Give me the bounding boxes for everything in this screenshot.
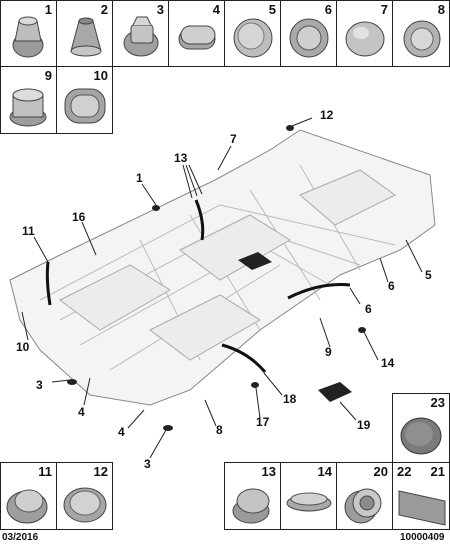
oval-plug-icon bbox=[178, 25, 216, 50]
part-cell-22-21[interactable]: 22 21 bbox=[392, 462, 450, 530]
part-number: 1 bbox=[44, 2, 52, 17]
callout-16: 16 bbox=[72, 210, 86, 224]
footer-date: 03/2016 bbox=[2, 532, 39, 543]
flat-oval-plug-icon bbox=[286, 492, 332, 512]
part-number: 8 bbox=[437, 2, 445, 17]
callout-9: 9 bbox=[325, 345, 332, 359]
dome-plug-icon bbox=[345, 21, 385, 57]
callout-3: 3 bbox=[36, 378, 43, 392]
part-cell-2[interactable]: 2 bbox=[56, 0, 113, 67]
large-grommet-icon bbox=[6, 489, 48, 524]
callout-13: 13 bbox=[174, 151, 188, 165]
tape-strip-icon bbox=[398, 490, 446, 526]
callout-4: 4 bbox=[118, 425, 125, 439]
part-cell-13[interactable]: 13 bbox=[224, 462, 281, 530]
callout-6: 6 bbox=[388, 279, 395, 293]
part-number: 11 bbox=[38, 464, 52, 479]
oval-ring-plug-icon bbox=[64, 88, 106, 124]
part-cell-5[interactable]: 5 bbox=[224, 0, 281, 67]
callout-8: 8 bbox=[216, 423, 223, 437]
footer-code: 10000409 bbox=[400, 532, 445, 543]
cap-plug-icon bbox=[9, 88, 47, 127]
part-number: 4 bbox=[212, 2, 220, 17]
callout-12: 12 bbox=[320, 108, 334, 122]
part-cell-9[interactable]: 9 bbox=[0, 66, 57, 134]
round-plug-icon bbox=[233, 18, 273, 58]
part-number: 20 bbox=[373, 464, 388, 479]
callout-7: 7 bbox=[230, 132, 237, 146]
grommet-icon bbox=[12, 16, 44, 58]
part-cell-10[interactable]: 10 bbox=[56, 66, 113, 134]
callout-1: 1 bbox=[136, 171, 143, 185]
part-cell-8[interactable]: 8 bbox=[392, 0, 450, 67]
round-pad-icon bbox=[400, 417, 442, 455]
callout-11: 11 bbox=[22, 224, 35, 238]
cone-plug-icon bbox=[70, 17, 102, 57]
part-number-right: 21 bbox=[430, 464, 445, 479]
callout-6: 6 bbox=[365, 302, 372, 316]
oval-cap-icon bbox=[63, 487, 107, 523]
callout-4: 4 bbox=[78, 405, 85, 419]
deep-grommet-icon bbox=[344, 488, 382, 524]
part-number: 13 bbox=[261, 464, 276, 479]
part-cell-4[interactable]: 4 bbox=[168, 0, 225, 67]
stack-plug-icon bbox=[232, 488, 270, 524]
callout-17: 17 bbox=[256, 415, 270, 429]
ring-plug-icon bbox=[289, 18, 329, 58]
callout-14: 14 bbox=[381, 356, 395, 370]
part-number: 2 bbox=[100, 2, 108, 17]
part-number: 12 bbox=[93, 464, 108, 479]
part-number: 7 bbox=[380, 2, 388, 17]
clip-grommet-icon bbox=[123, 16, 159, 57]
part-cell-12[interactable]: 12 bbox=[56, 462, 113, 530]
part-number: 14 bbox=[317, 464, 332, 479]
part-number: 3 bbox=[156, 2, 164, 17]
part-number: 6 bbox=[324, 2, 332, 17]
part-number: 9 bbox=[44, 68, 52, 83]
part-cell-11[interactable]: 11 bbox=[0, 462, 57, 530]
part-cell-23[interactable]: 23 bbox=[392, 393, 450, 463]
part-number: 10 bbox=[93, 68, 108, 83]
part-number: 23 bbox=[430, 395, 445, 410]
part-cell-7[interactable]: 7 bbox=[336, 0, 393, 67]
callout-19: 19 bbox=[357, 418, 371, 432]
part-cell-1[interactable]: 1 bbox=[0, 0, 57, 67]
part-number: 5 bbox=[268, 2, 276, 17]
callout-18: 18 bbox=[283, 392, 297, 406]
callout-5: 5 bbox=[425, 268, 432, 282]
part-cell-14[interactable]: 14 bbox=[280, 462, 337, 530]
flange-plug-icon bbox=[403, 20, 441, 58]
callout-3: 3 bbox=[144, 457, 151, 471]
callout-10: 10 bbox=[16, 340, 30, 354]
part-cell-20[interactable]: 20 bbox=[336, 462, 393, 530]
part-number-left: 22 bbox=[397, 464, 412, 479]
